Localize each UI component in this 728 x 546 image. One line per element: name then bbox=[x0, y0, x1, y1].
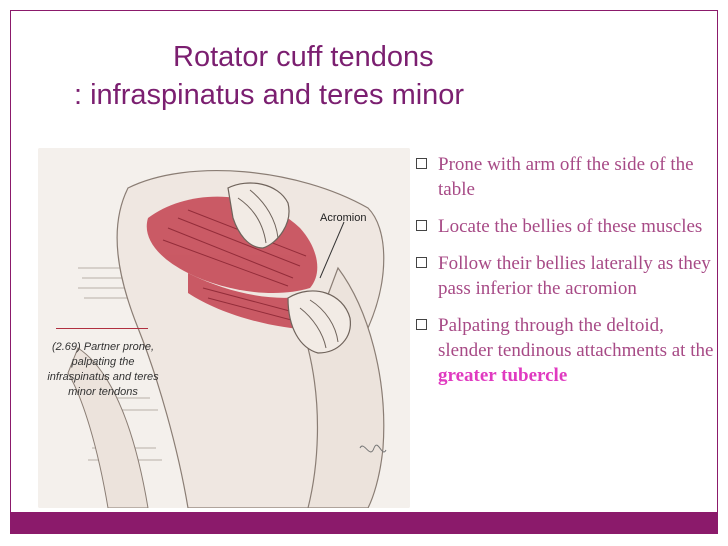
bullet-item: Locate the bellies of these muscles bbox=[414, 214, 714, 239]
bullet-text: Locate the bellies of these muscles bbox=[438, 216, 703, 237]
square-bullet-icon bbox=[416, 257, 427, 268]
shoulder-palpation-drawing bbox=[38, 148, 410, 508]
bullet-item: Palpating through the deltoid, slender t… bbox=[414, 313, 714, 388]
acromion-label: Acromion bbox=[320, 212, 367, 224]
square-bullet-icon bbox=[416, 319, 427, 330]
bullet-item: Prone with arm off the side of the table bbox=[414, 152, 714, 202]
frame-top-border bbox=[10, 10, 718, 11]
bullet-list: Prone with arm off the side of the table… bbox=[414, 152, 714, 400]
slide-title: Rotator cuff tendons : infraspinatus and… bbox=[74, 38, 634, 114]
caption-rule bbox=[56, 328, 148, 329]
footer-bar bbox=[10, 512, 718, 534]
frame-right-border bbox=[717, 10, 718, 532]
bullet-text: Follow their bellies laterally as they p… bbox=[438, 253, 711, 299]
frame-left-border bbox=[10, 10, 11, 532]
bullet-text: Palpating through the deltoid, slender t… bbox=[438, 315, 714, 361]
square-bullet-icon bbox=[416, 158, 427, 169]
bullet-item: Follow their bellies laterally as they p… bbox=[414, 251, 714, 301]
highlight-greater-tubercle: greater tubercle bbox=[438, 365, 568, 386]
anatomy-illustration: Acromion (2.69) Partner prone, palpating… bbox=[38, 148, 410, 508]
bullet-text: Prone with arm off the side of the table bbox=[438, 154, 694, 200]
title-line-1: Rotator cuff tendons bbox=[173, 41, 434, 73]
title-line-2: : infraspinatus and teres minor bbox=[74, 79, 465, 111]
square-bullet-icon bbox=[416, 220, 427, 231]
figure-caption: (2.69) Partner prone, palpating the infr… bbox=[47, 341, 159, 398]
